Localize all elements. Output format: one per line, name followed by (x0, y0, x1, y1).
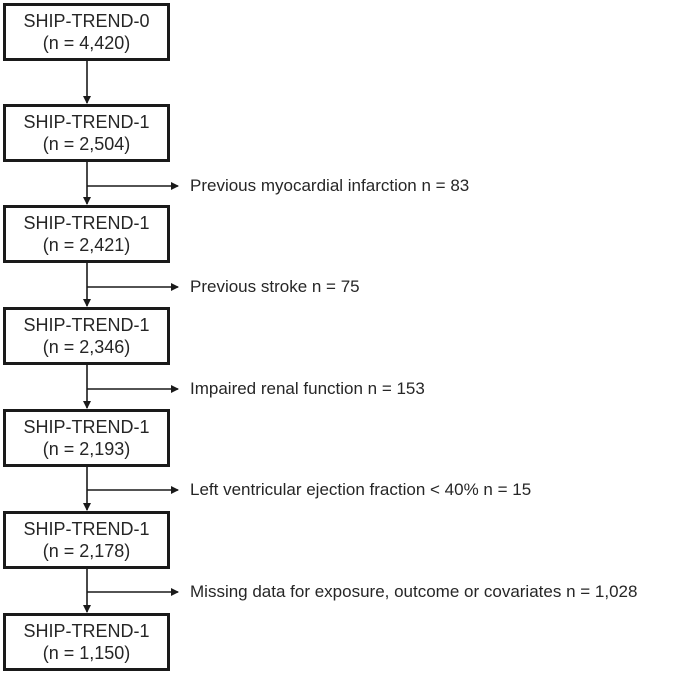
exclusion-label-4: Left ventricular ejection fraction < 40%… (190, 480, 532, 499)
box-count: (n = 2,504) (42, 134, 131, 154)
flow-box-7: SHIP-TREND-1 (n = 1,150) (3, 613, 170, 671)
exclusion-label-1: Previous myocardial infarction n = 83 (190, 176, 470, 195)
box-title: SHIP-TREND-1 (23, 315, 150, 335)
flow-box-2: SHIP-TREND-1 (n = 2,504) (3, 104, 170, 162)
box-count: (n = 2,178) (42, 541, 131, 561)
exclusion-label-2: Previous stroke n = 75 (190, 277, 360, 296)
exclusion-label-5: Missing data for exposure, outcome or co… (190, 582, 638, 601)
flow-box-5: SHIP-TREND-1 (n = 2,193) (3, 409, 170, 467)
box-title: SHIP-TREND-1 (23, 519, 150, 539)
box-title: SHIP-TREND-0 (23, 11, 150, 31)
box-count: (n = 2,421) (42, 235, 131, 255)
box-title: SHIP-TREND-1 (23, 213, 150, 233)
box-title: SHIP-TREND-1 (23, 417, 150, 437)
flow-box-3: SHIP-TREND-1 (n = 2,421) (3, 205, 170, 263)
box-title: SHIP-TREND-1 (23, 621, 150, 641)
box-title: SHIP-TREND-1 (23, 112, 150, 132)
exclusion-label-3: Impaired renal function n = 153 (190, 379, 425, 398)
box-count: (n = 2,346) (42, 337, 131, 357)
flow-box-1: SHIP-TREND-0 (n = 4,420) (3, 3, 170, 61)
box-count: (n = 2,193) (42, 439, 131, 459)
box-count: (n = 4,420) (42, 33, 131, 53)
flow-box-6: SHIP-TREND-1 (n = 2,178) (3, 511, 170, 569)
flow-box-4: SHIP-TREND-1 (n = 2,346) (3, 307, 170, 365)
box-count: (n = 1,150) (42, 643, 131, 663)
